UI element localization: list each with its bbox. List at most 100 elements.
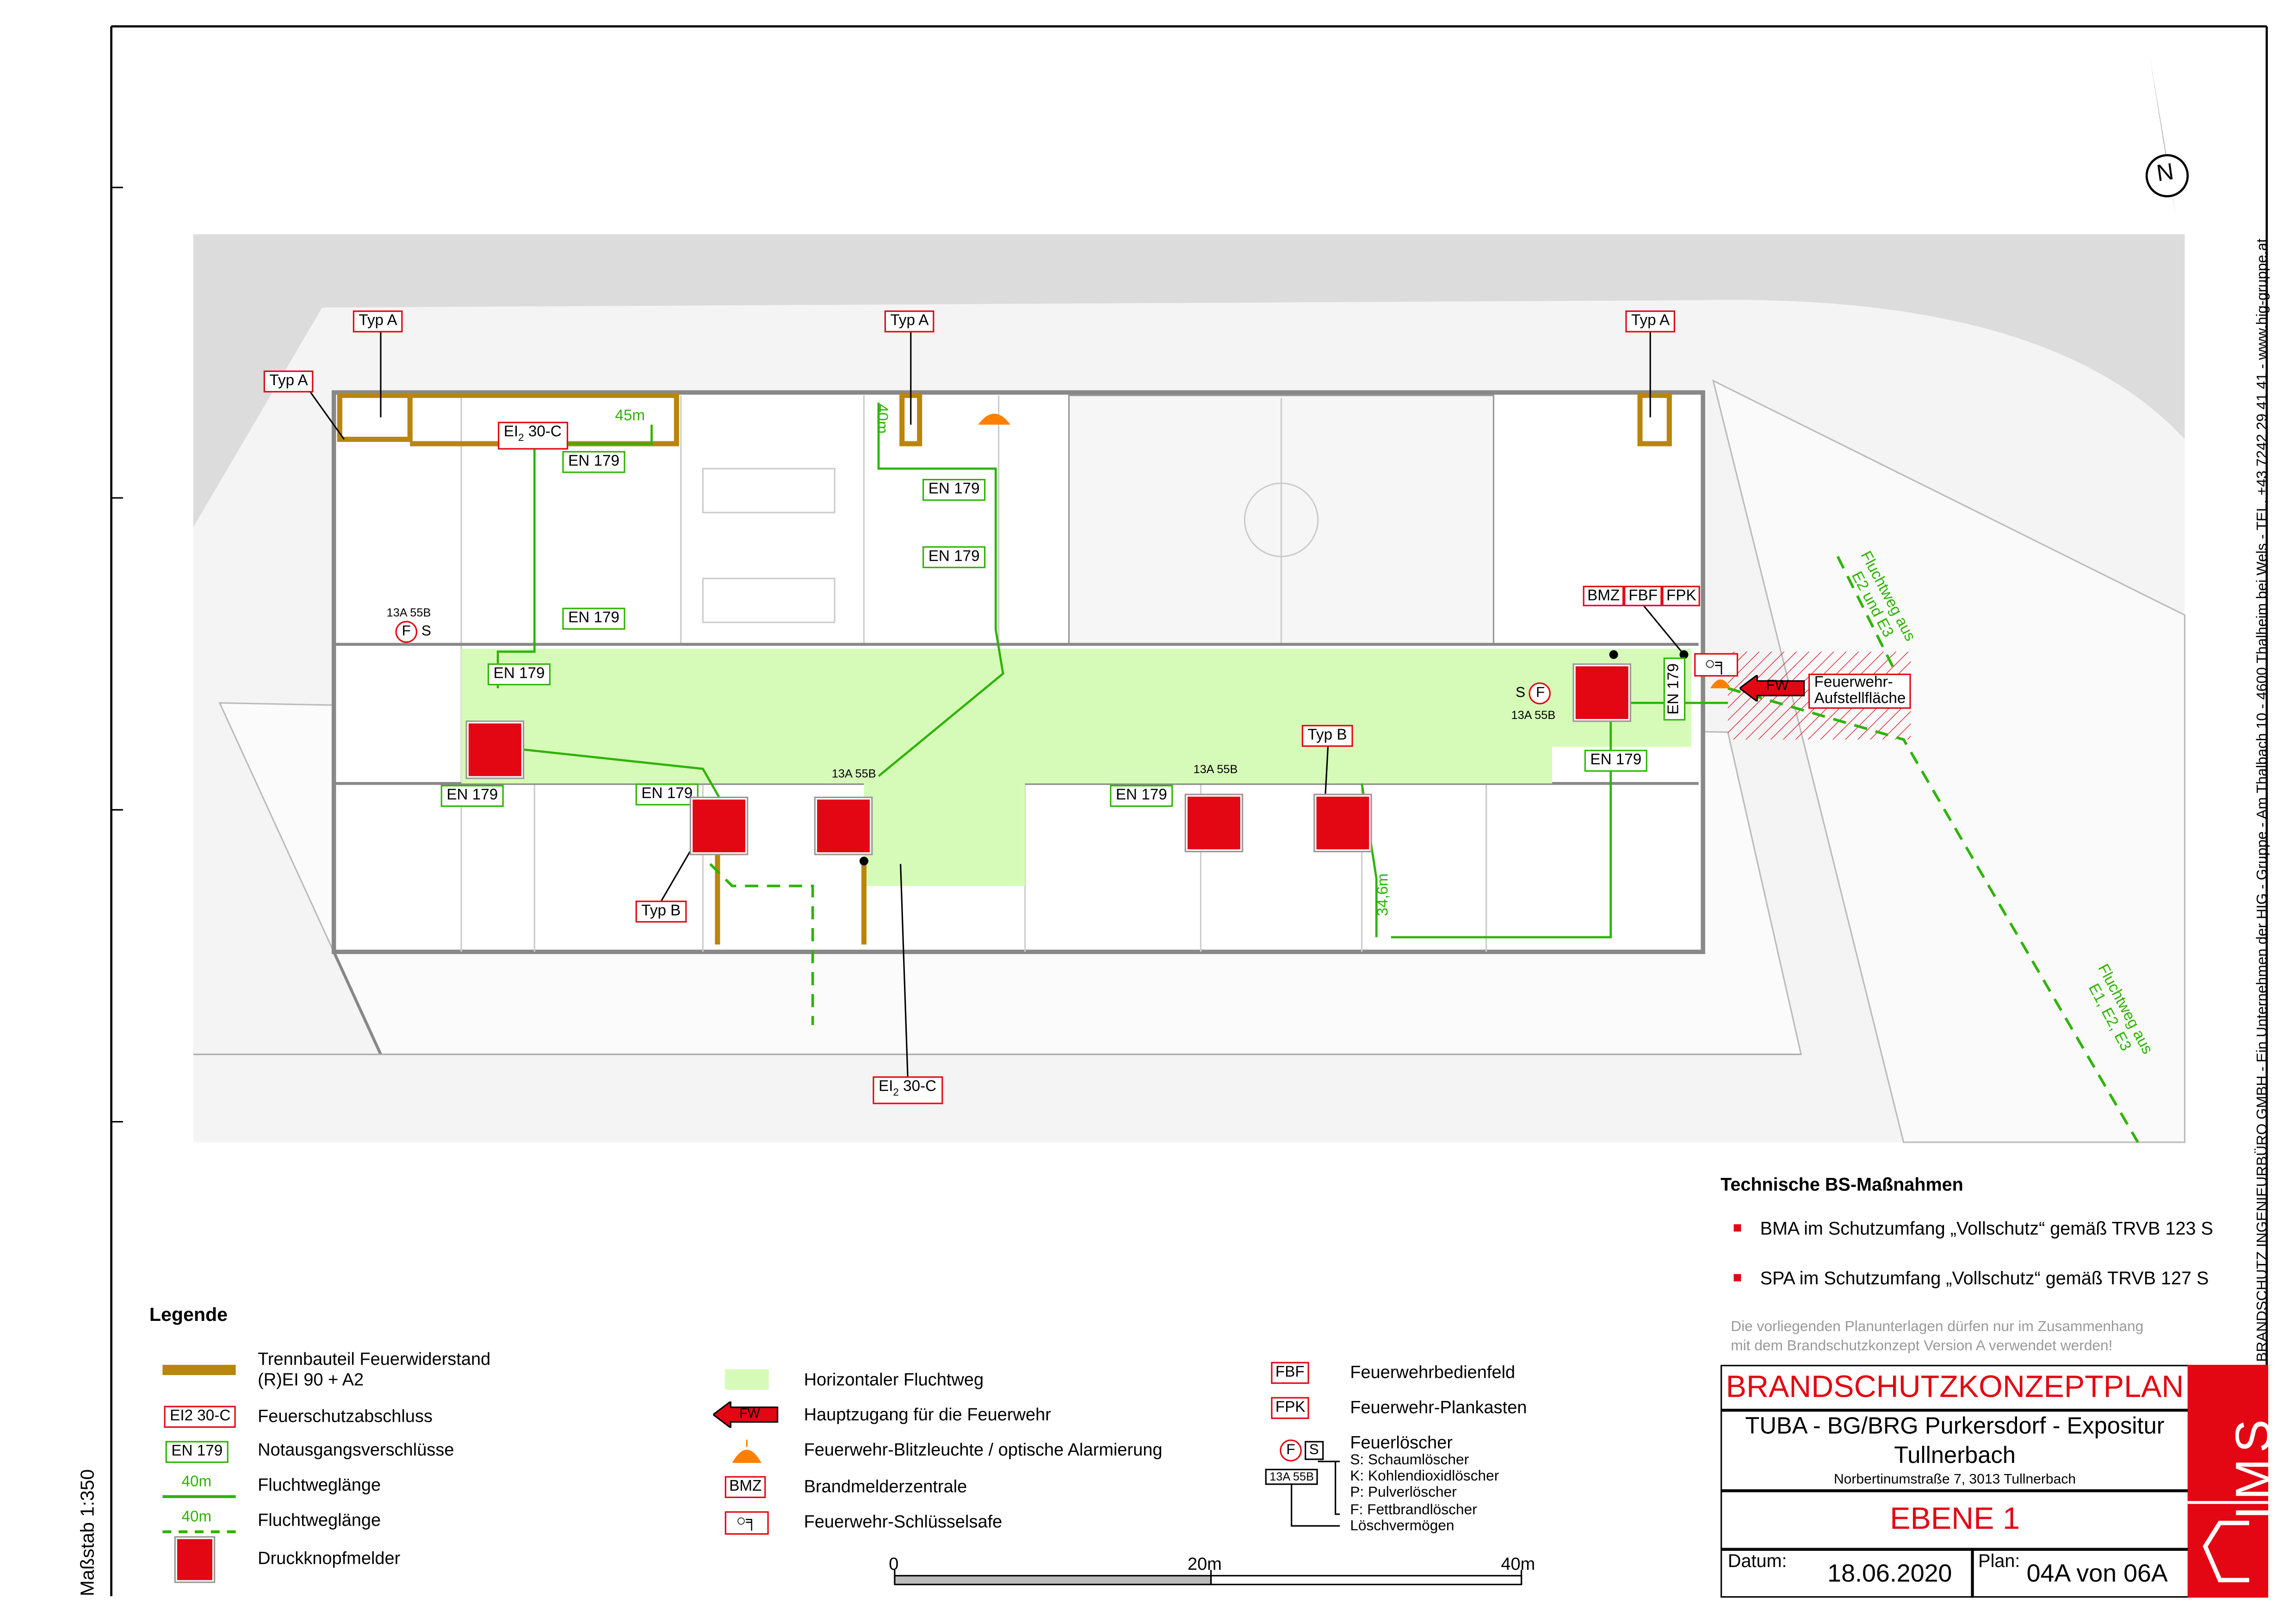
fire-panel-group: BMZ FBF FPK	[1583, 586, 1701, 607]
project-address: Norbertinumstraße 7, 3013 Tullnerbach	[1833, 1472, 2076, 1488]
escape-area-swatch	[724, 1369, 769, 1390]
level-cell: EBENE 1	[1720, 1489, 2189, 1551]
extinguisher-type-item: Löschvermögen	[1350, 1518, 1454, 1535]
aufstellflaeche-label: Feuerwehr-Aufstellfläche	[1808, 673, 1912, 709]
legend-text: Trennbauteil Feuerwiderstand	[258, 1349, 491, 1369]
extinguisher-rating: 13A 55B	[1511, 708, 1556, 722]
scale-label: Maßstab 1:350	[76, 1469, 99, 1597]
escape-length-label: 34,6m	[1374, 873, 1392, 917]
label-sub: 2	[893, 1088, 899, 1099]
level-title: EBENE 1	[1890, 1502, 2020, 1536]
en179-label: EN 179	[922, 479, 986, 501]
legend-title: Legende	[149, 1303, 228, 1326]
manual-call-point-icon	[1186, 795, 1242, 851]
scale-tick-label: 20m	[1187, 1554, 1222, 1574]
legend-item: Feuerwehr-Schlüsselsafe	[804, 1511, 1003, 1532]
label-line: Feuerwehr-	[1814, 673, 1893, 691]
extinguisher-type-item: S: Schaumlöscher	[1350, 1452, 1469, 1469]
extinguisher-icon: F	[1280, 1439, 1302, 1462]
manual-call-point-icon	[467, 722, 523, 778]
manual-call-point-icon	[1315, 795, 1371, 851]
project-name: TUBA - BG/BRG Purkersdorf - Expositur	[1745, 1414, 2165, 1440]
north-arrow-icon: N	[2138, 56, 2197, 220]
manual-call-point-icon	[816, 798, 872, 854]
solid-line-swatch	[162, 1495, 236, 1498]
extinguisher-marker: S F	[1515, 682, 1552, 705]
fpk-label: FPK	[1662, 586, 1701, 607]
typ-a-label: Typ A	[263, 370, 314, 393]
legend-item: Notausgangsverschlüsse	[258, 1439, 454, 1460]
flash-light-icon	[726, 1439, 767, 1466]
escape-length-label: 40m	[873, 403, 891, 434]
extinguisher-type: S	[421, 624, 432, 640]
bmz-swatch: BMZ	[724, 1476, 766, 1498]
extinguisher-rating: 13A 55B	[831, 767, 876, 781]
fire-door-label: EI2 30-C	[873, 1076, 942, 1104]
en179-label: EN 179	[635, 783, 699, 805]
extinguisher-type-item: K: Kohlendioxidlöscher	[1350, 1469, 1499, 1486]
en179-label: EN 179	[440, 785, 504, 807]
manual-call-point-icon	[175, 1537, 214, 1582]
measure-item: SPA im Schutzumfang „Vollschutz“ gemäß T…	[1760, 1268, 2209, 1289]
legend-item: Brandmelderzentrale	[804, 1476, 967, 1497]
extinguisher-icon: F	[1529, 682, 1552, 705]
typ-a-label: Typ A	[353, 310, 403, 333]
legend-item: Druckknopfmelder	[258, 1548, 401, 1568]
disclaimer-line: Die vorliegenden Planunterlagen dürfen n…	[1731, 1319, 2144, 1336]
bullet-icon	[1733, 1224, 1741, 1232]
label-sub: 2	[518, 434, 524, 444]
legend-item: Hauptzugang für die Feuerwehr	[804, 1404, 1051, 1425]
en179-label: EN 179	[562, 607, 625, 630]
dashed-line-swatch	[162, 1530, 236, 1533]
extinguisher-rating: 13A 55B	[1193, 763, 1238, 776]
plan-title: BRANDSCHUTZKONZEPTPLAN	[1726, 1370, 2184, 1405]
legend-item: Feuerwehr-Plankasten	[1350, 1397, 1527, 1418]
bullet-icon	[1733, 1274, 1741, 1282]
typ-b-label: Typ B	[635, 900, 687, 923]
legend-item: Feuerwehrbedienfeld	[1350, 1362, 1516, 1382]
measure-item: BMA im Schutzumfang „Vollschutz“ gemäß T…	[1760, 1218, 2213, 1239]
fw-text: FW	[739, 1406, 760, 1421]
typ-b-label: Typ B	[1301, 725, 1353, 747]
extinguisher-type: S	[1305, 1441, 1324, 1460]
en179-label: EN 179	[922, 546, 986, 569]
date-label: Datum:	[1727, 1550, 1787, 1572]
extinguisher-marker: F S	[395, 621, 432, 643]
north-label: N	[2155, 160, 2176, 187]
extinguisher-type-item: P: Pulverlöscher	[1350, 1485, 1457, 1502]
plan-label: Plan:	[1978, 1550, 2020, 1572]
extinguisher-type: S	[1515, 685, 1526, 702]
project-location: Tullnerbach	[1894, 1443, 2016, 1469]
project-cell: TUBA - BG/BRG Purkersdorf - Expositur Tu…	[1720, 1408, 2189, 1493]
fire-door-swatch: EI2 30-C	[164, 1406, 236, 1428]
extinguisher-rating: 13A 55B	[1265, 1468, 1318, 1485]
extinguisher-rating: 13A 55B	[386, 606, 431, 619]
legend-item: Feuerlöscher	[1350, 1432, 1453, 1453]
legend-item: Feuerwehr-Blitzleuchte / optische Alarmi…	[804, 1439, 1163, 1460]
legend-item: Fluchtweglänge	[258, 1510, 381, 1530]
scale-bar	[894, 1570, 1522, 1586]
fire-wall-swatch	[162, 1364, 236, 1375]
company-info: BRANDSCHUTZ INGENIEURBÜRO GMBH - Ein Unt…	[2255, 238, 2271, 1362]
extinguisher-types-list: S: Schaumlöscher K: Kohlendioxidlöscher …	[1350, 1453, 1499, 1535]
fire-door-label: EI2 30-C	[498, 421, 568, 450]
fire-brigade-access-icon: FW	[712, 1400, 780, 1430]
legend-text: (R)EI 90 + A2	[258, 1369, 364, 1390]
typ-a-label: Typ A	[1625, 310, 1676, 333]
label-text: EI	[879, 1078, 893, 1096]
label-text: EI	[503, 423, 519, 441]
fire-brigade-access-arrow: FW	[1738, 673, 1807, 703]
bmz-label: BMZ	[1583, 586, 1624, 607]
en179-label: EN 179	[1110, 785, 1173, 807]
disclaimer-line: mit dem Brandschutzkonzept Version A ver…	[1731, 1338, 2113, 1355]
manual-call-point-icon	[1574, 665, 1630, 721]
fbf-label: FBF	[1624, 586, 1662, 607]
measures-title: Technische BS-Maßnahmen	[1720, 1174, 1963, 1195]
key-safe-icon: ○╕	[724, 1511, 769, 1535]
manual-call-point-icon	[691, 798, 747, 854]
label-line: Aufstellfläche	[1814, 689, 1906, 707]
fbf-swatch: FBF	[1271, 1362, 1309, 1384]
en179-swatch: EN 179	[165, 1441, 229, 1463]
